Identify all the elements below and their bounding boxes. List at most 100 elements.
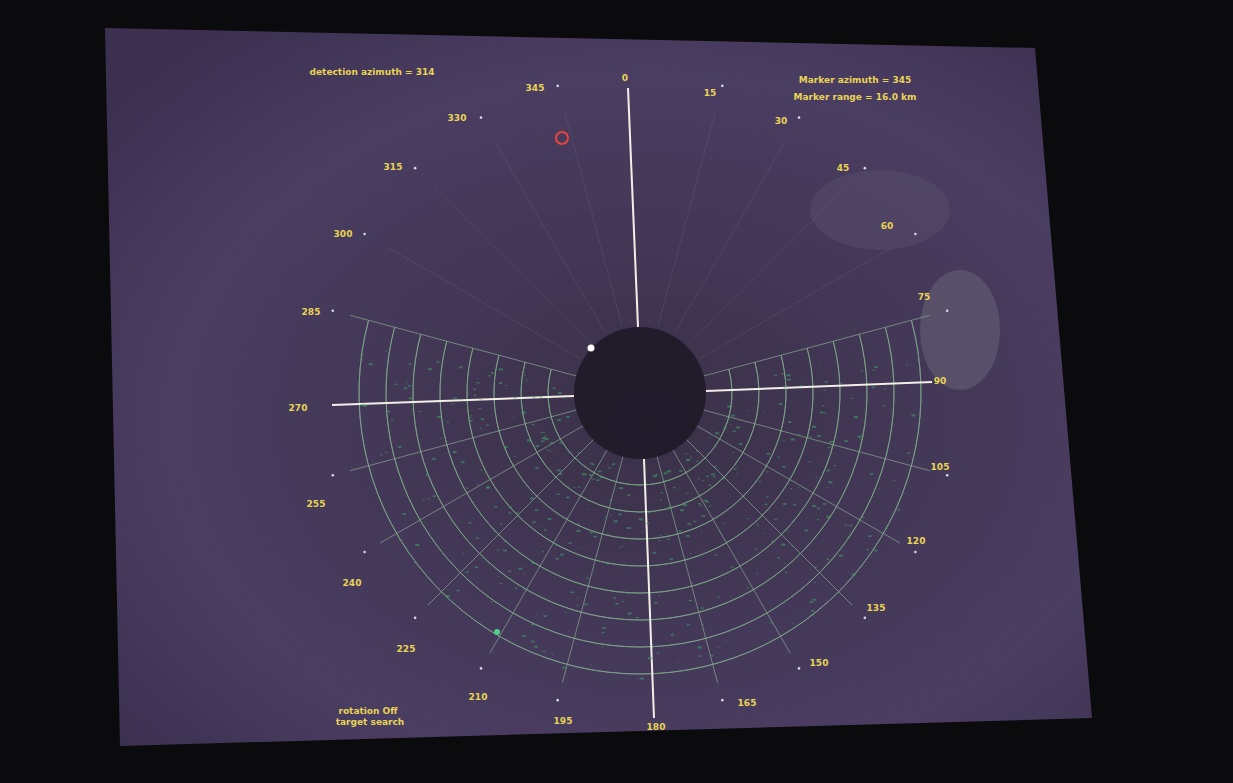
clutter-echo <box>698 655 701 656</box>
clutter-echo <box>577 605 579 606</box>
clutter-echo <box>523 375 525 376</box>
clutter-echo <box>411 409 413 410</box>
tick-dot <box>363 233 366 236</box>
clutter-echo <box>872 387 875 389</box>
clutter-echo <box>437 416 441 418</box>
clutter-echo <box>715 432 719 434</box>
clutter-echo <box>463 552 465 554</box>
clutter-echo <box>808 461 811 462</box>
range-ring <box>386 327 894 647</box>
clutter-echo <box>543 432 545 433</box>
clutter-echo <box>648 511 651 513</box>
clutter-echo <box>798 486 799 488</box>
clutter-echo <box>622 601 624 602</box>
range-ring <box>413 334 867 620</box>
clutter-echo <box>652 552 656 554</box>
clutter-echo <box>491 414 492 416</box>
clutter-echo <box>826 470 830 472</box>
clutter-echo <box>584 603 588 605</box>
clutter-echo <box>535 467 538 469</box>
clutter-echo <box>818 364 819 366</box>
clutter-echo <box>477 484 479 485</box>
clutter-echo <box>688 467 690 469</box>
mode-text: rotation Off <box>338 706 397 716</box>
clutter-echo <box>608 468 610 469</box>
clutter-echo <box>771 541 773 543</box>
clutter-echo <box>564 635 566 636</box>
clutter-echo <box>609 500 612 501</box>
clutter-echo <box>568 543 571 545</box>
range-rings <box>359 320 921 674</box>
clutter-echo <box>514 455 516 457</box>
clutter-echo <box>717 647 719 649</box>
clutter-echo <box>544 529 547 530</box>
echo-blip <box>494 629 500 635</box>
clutter-echo <box>698 478 700 479</box>
clutter-echo <box>839 555 843 557</box>
clutter-echo <box>433 495 436 497</box>
clutter-echo <box>823 412 826 413</box>
clutter-echo <box>721 478 725 480</box>
clutter-echo <box>451 404 453 405</box>
clutter-echo <box>385 350 387 351</box>
clutter-echo <box>598 471 602 473</box>
azimuth-label: 180 <box>647 722 666 732</box>
clutter-echo <box>677 661 679 663</box>
clutter-echo <box>829 441 833 443</box>
azimuth-spoke <box>565 113 622 326</box>
clutter-echo <box>474 538 475 540</box>
clutter-echo <box>403 513 407 515</box>
clutter-echo <box>491 372 494 374</box>
clutter-echo <box>436 361 439 363</box>
clutter-echo <box>497 575 499 577</box>
clutter-echo <box>406 382 408 384</box>
clutter-echo <box>556 558 559 560</box>
clutter-echo <box>557 419 561 421</box>
azimuth-label: 195 <box>554 716 573 726</box>
clutter-echo <box>704 500 708 502</box>
azimuth-spoke <box>701 248 892 358</box>
azimuth-label: 240 <box>343 578 362 588</box>
clutter-echo <box>827 486 829 488</box>
clutter-echo <box>820 412 823 414</box>
clutter-echo <box>764 532 766 534</box>
clutter-echo <box>532 521 536 523</box>
clutter-echo <box>419 534 420 536</box>
clutter-echo <box>725 417 727 419</box>
clutter-echo <box>701 607 704 609</box>
clutter-echo <box>764 410 766 412</box>
clutter-echo <box>706 444 708 446</box>
clutter-echo <box>567 486 569 487</box>
azimuth-spoke <box>687 440 852 605</box>
clutter-echo <box>787 514 788 516</box>
clutter-echo <box>689 600 692 601</box>
clutter-echo <box>746 587 748 588</box>
clutter-echo <box>868 535 872 537</box>
tick-dot <box>914 551 917 554</box>
clutter-echo <box>576 530 580 532</box>
azimuth-spoke <box>562 457 623 683</box>
azimuth-label: 210 <box>469 692 488 702</box>
clutter-echo <box>639 518 643 520</box>
clutter-echo <box>871 556 873 558</box>
azimuth-spoke <box>657 457 718 683</box>
status-text: Marker azimuth = 345 <box>799 75 911 85</box>
clutter-echo <box>766 471 768 472</box>
clutter-echo <box>730 423 732 425</box>
azimuth-label: 330 <box>448 113 467 123</box>
range-ring <box>521 362 759 512</box>
clutter-echo <box>614 520 618 522</box>
clutter-echo <box>734 468 737 469</box>
clutter-echo <box>500 583 503 584</box>
clutter-echo <box>560 554 564 556</box>
clutter-echo <box>470 415 472 416</box>
clutter-echo <box>701 531 703 533</box>
azimuth-spoke <box>490 450 607 653</box>
clutter-echo <box>654 602 657 604</box>
clutter-echo <box>802 378 803 380</box>
tick-dot <box>864 617 867 620</box>
clutter-echo <box>543 615 547 617</box>
clutter-echo <box>447 422 449 423</box>
clutter-echo <box>571 592 574 594</box>
clutter-echo <box>415 544 419 546</box>
